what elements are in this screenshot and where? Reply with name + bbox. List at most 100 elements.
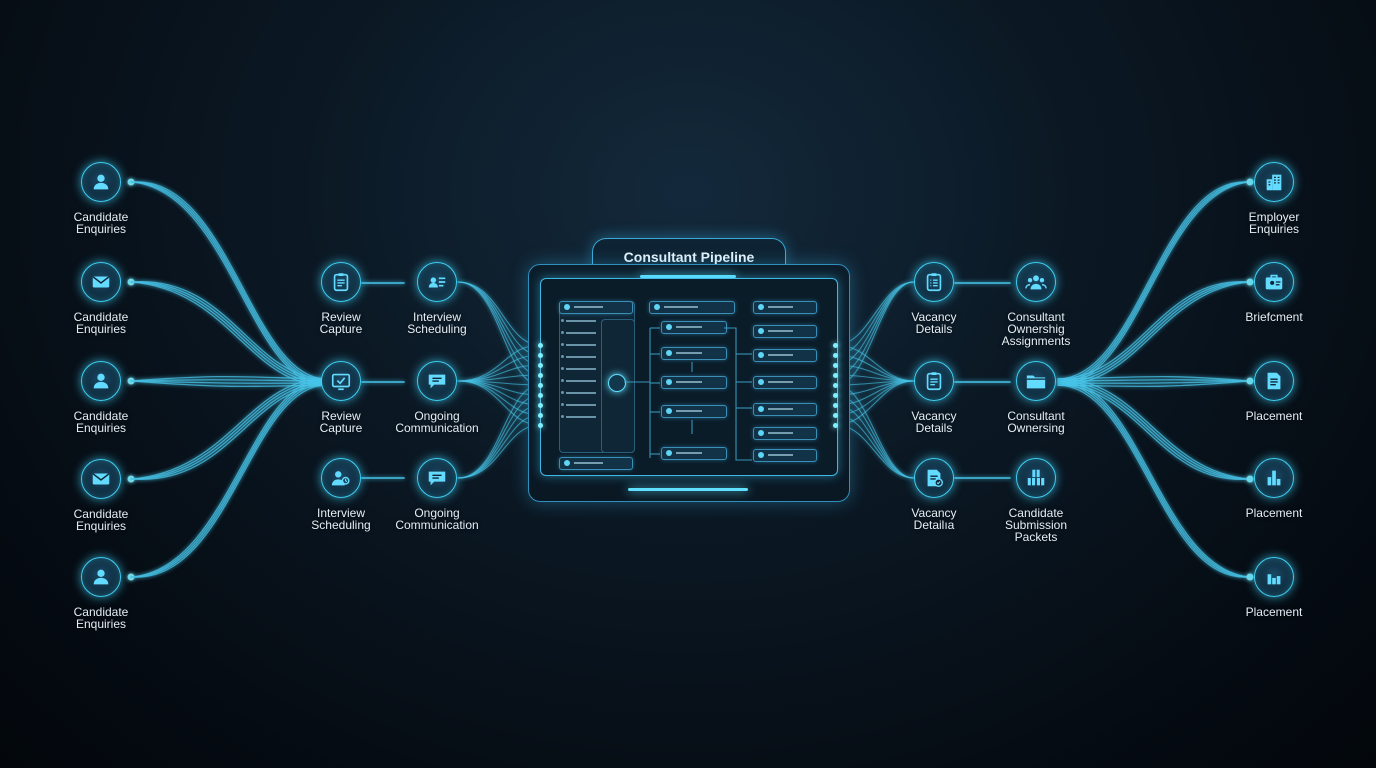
source-wire [130,375,327,382]
user-icon [81,162,121,202]
right-output-briefcment[interactable]: Briefcment [1204,262,1344,323]
pipeline-screen[interactable] [540,278,838,476]
chat-icon [417,361,457,401]
output-wire [1057,380,1251,578]
screen-card [753,449,817,462]
panel-port-right [833,353,838,358]
output-wire [1057,380,1251,384]
right-output-placement-2[interactable]: Placement [1204,458,1344,519]
panel-port-right [833,393,838,398]
panel-port-left [538,363,543,368]
panel-top-glow [640,275,736,278]
screen-card [661,405,727,418]
box-stack-icon [1016,458,1056,498]
wire-output-dot [1246,178,1254,186]
screen-card [753,403,817,416]
screen-card [753,376,817,389]
output-wire [1057,379,1251,382]
screen-card [753,301,817,314]
source-wire [130,384,327,578]
screen-card [753,349,817,362]
panel-port-left [538,423,543,428]
panel-port-right [833,363,838,368]
panel-port-left [538,343,543,348]
bar-chart-icon [1254,557,1294,597]
wire-output-dot [1246,573,1254,581]
mail-icon [81,262,121,302]
panel-bottom-glow [628,488,748,491]
user-icon [81,361,121,401]
source-wire [130,181,327,380]
people-icon [321,458,361,498]
clipboard-icon [321,262,361,302]
screen-card [661,447,727,460]
user-icon [81,557,121,597]
source-wire [130,380,327,480]
screen-card [661,347,727,360]
screen-sidebar-header [559,301,633,314]
panel-port-right [833,373,838,378]
panel-port-left [538,383,543,388]
screen-column-header [649,301,735,314]
source-wire [130,281,327,380]
checkmark-screen-icon [321,361,361,401]
source-wire [130,382,327,578]
pipeline-panel-title: Consultant Pipeline [623,249,755,265]
building-icon [1254,162,1294,202]
output-wire [1057,382,1251,578]
right-output-label: Placement [1245,409,1303,423]
briefcase-icon [1254,262,1294,302]
pipeline-hub [608,374,626,392]
bar-chart-icon [1254,458,1294,498]
screen-connectors [624,327,752,461]
source-wire [130,380,327,384]
panel-port-right [833,423,838,428]
right-output-placement-1[interactable]: Placement [1204,361,1344,422]
team-icon [1016,262,1056,302]
source-wire [130,378,327,578]
output-wire [1057,281,1251,380]
right-output-placement-3[interactable]: Placement [1204,557,1344,618]
folder-icon [1016,361,1056,401]
output-wire [1057,181,1251,380]
panel-port-right [833,343,838,348]
mail-icon [81,459,121,499]
source-wire [130,281,327,382]
wire-output-dot [1246,377,1254,385]
document-icon [1254,361,1294,401]
source-wire [130,378,327,480]
output-wire [1057,384,1251,578]
wire-output-dot [1246,278,1254,286]
screen-card [753,427,817,440]
